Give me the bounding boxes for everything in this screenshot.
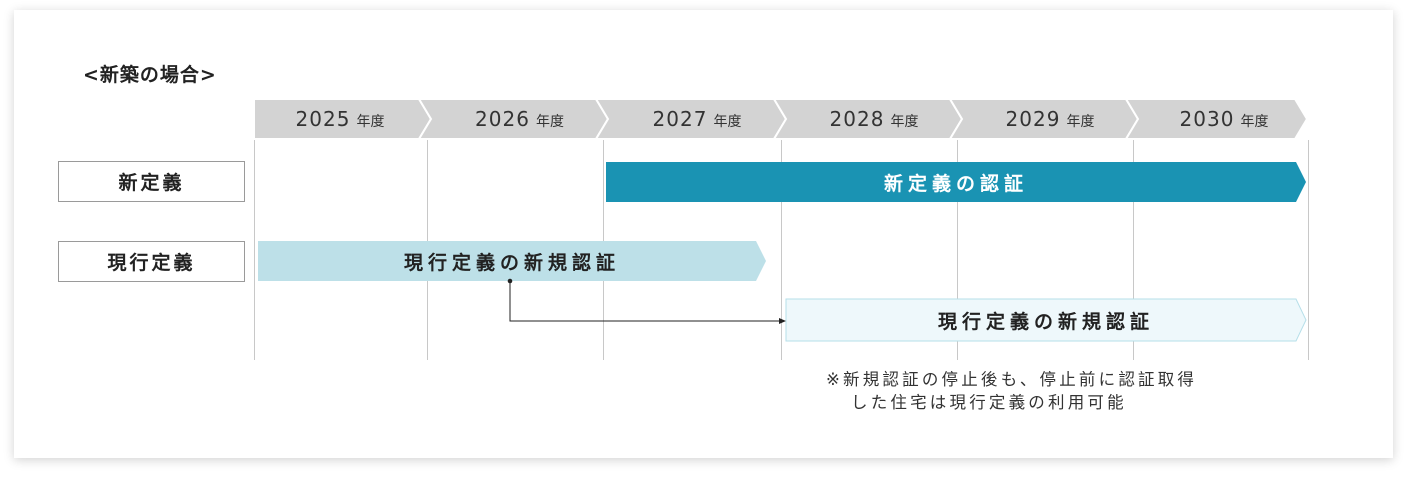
year-number: 2029 (1005, 107, 1061, 131)
year-unit: 年度 (535, 114, 564, 130)
arrow-head (779, 318, 786, 324)
current-definition-bar (258, 241, 766, 281)
year-label-2025: 2025 年度 (254, 100, 426, 138)
card-background (14, 10, 1393, 458)
footnote-line-1: ※新規認証の停止後も、停止前に認証取得 (826, 370, 1198, 389)
footnote: ※新規認証の停止後も、停止前に認証取得 した住宅は現行定義の利用可能 (826, 368, 1197, 414)
current-definition-continued-bar (785, 298, 1307, 342)
row-label-current-definition: 現行定義 (58, 241, 245, 282)
current-definition-continued-bar-label: 現行定義の新規認証 (937, 310, 1154, 333)
year-number: 2030 (1179, 107, 1235, 131)
row-label-new-definition: 新定義 (58, 161, 245, 202)
year-unit: 年度 (1240, 114, 1269, 130)
footnote-line-2: した住宅は現行定義の利用可能 (851, 393, 1127, 412)
year-label-2030: 2030 年度 (1138, 100, 1310, 138)
year-chevron-2030 (1124, 98, 1309, 140)
year-number: 2028 (829, 107, 885, 131)
year-unit: 年度 (1066, 114, 1095, 130)
year-unit: 年度 (356, 114, 385, 130)
year-header (253, 98, 1309, 140)
year-number: 2026 (475, 107, 530, 131)
continuation-arrow (507, 278, 786, 324)
year-unit: 年度 (713, 114, 742, 130)
year-label-2027: 2027 年度 (608, 100, 786, 138)
new-definition-bar (606, 162, 1306, 202)
year-label-2028: 2028 年度 (786, 100, 962, 138)
arrow-line (509, 281, 780, 322)
current-definition-bar-label: 現行定義の新規認証 (403, 251, 620, 274)
year-unit: 年度 (890, 114, 919, 130)
year-number: 2027 (652, 107, 708, 131)
section-title: <新築の場合> (83, 64, 217, 86)
year-number: 2025 (295, 107, 351, 131)
new-definition-bar-label: 新定義の認証 (883, 172, 1028, 195)
year-label-2029: 2029 年度 (962, 100, 1138, 138)
year-label-2026: 2026 年度 (431, 100, 608, 138)
